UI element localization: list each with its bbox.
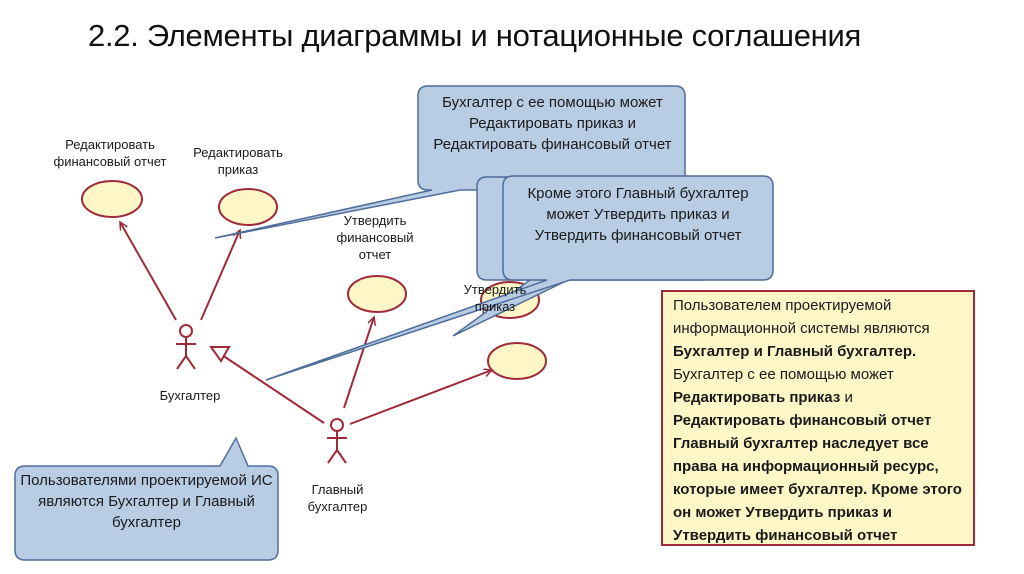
note-line4-rest: и [840,389,853,406]
use-case-edit-order-label: Редактировать приказ [193,145,283,177]
note-line3: Бухгалтер с ее помощью может [673,366,894,383]
note-line4-bold: Редактировать приказ [673,389,841,406]
use-case-edit-report-label: Редактировать финансовый отчет [53,137,167,169]
use-case-approve-order-label: Утвердить приказ [463,282,527,314]
use-case-approve-report [347,275,407,313]
explanation-note: Пользователем проектируемой информационн… [661,290,975,546]
note-line5: Редактировать финансовый отчет Главный б… [673,412,962,544]
callout-top-text: Бухгалтер с ее помощью может Редактирова… [433,94,672,153]
callout-top-shape [214,85,686,239]
generalization-arrowhead [209,346,231,363]
association-chief-approve-order [349,370,492,425]
use-case-edit-order [218,188,278,226]
callout-middle-shape [265,175,774,381]
association-accountant-edit-order [200,230,240,321]
use-case-approve-report-label: Утвердить финансовый отчет [336,213,414,262]
callout-bottom-text: Пользователями проектируемой ИС являются… [20,472,273,531]
note-line1: Пользователем проектируемой информационн… [673,297,930,337]
actor-accountant-figure [176,324,196,370]
actor-chief-accountant-figure [327,418,347,464]
slide-title: 2.2. Элементы диаграммы и нотационные со… [88,18,861,53]
actor-accountant-label: Бухгалтер [159,388,221,403]
callout-bottom-shape [14,436,279,561]
note-line2: Бухгалтер и Главный бухгалтер. [673,343,917,360]
association-chief-approve-report [343,317,374,409]
use-case-edit-report [81,180,143,218]
association-accountant-edit-report [119,222,177,321]
generalization-line [221,354,325,424]
actor-chief-accountant-label: Главный бухгалтер [307,482,368,514]
callout-middle-text: Кроме этого Главный бухгалтер может Утве… [527,185,749,244]
use-case-approve-order-visible [487,342,547,380]
